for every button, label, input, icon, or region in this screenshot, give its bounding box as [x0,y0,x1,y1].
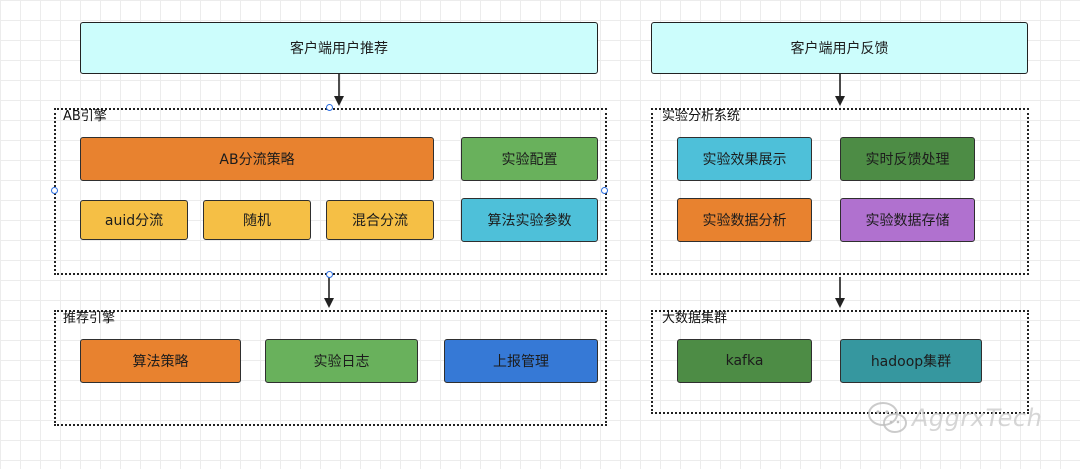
algorithm-strategy-box: 算法策略 [80,339,241,383]
wechat-watermark-icon [868,402,907,433]
selection-handle-top[interactable] [326,104,333,111]
realtime-feedback-label: 实时反馈处理 [865,152,950,168]
experiment-log-label: 实验日志 [313,354,370,370]
selection-handle-bottom[interactable] [326,271,333,278]
analysis-system-group [651,108,1029,275]
experiment-data-storage-label: 实验数据存储 [865,213,950,229]
hadoop-box: hadoop集群 [840,339,982,383]
hadoop-label: hadoop集群 [870,354,952,370]
rec-engine-group [54,310,607,426]
algorithm-params-label: 算法实验参数 [487,213,572,229]
rec-engine-title: 推荐引擎 [63,311,116,326]
experiment-data-analysis-box: 实验数据分析 [677,198,812,242]
experiment-log-box: 实验日志 [265,339,418,383]
experiment-effect-label: 实验效果展示 [702,152,787,168]
report-management-label: 上报管理 [493,354,549,370]
experiment-data-analysis-label: 实验数据分析 [702,213,787,229]
client-feedback-label: 客户端用户反馈 [790,41,889,57]
random-label: 随机 [243,213,271,229]
ab-split-strategy-label: AB分流策略 [219,152,295,168]
ab-engine-title: AB引擎 [63,109,107,124]
kafka-box: kafka [677,339,812,383]
watermark-text: AggrxTech [912,404,1043,432]
bigdata-cluster-group [651,310,1029,414]
realtime-feedback-box: 实时反馈处理 [840,137,975,181]
experiment-config-box: 实验配置 [461,137,598,181]
report-management-box: 上报管理 [444,339,598,383]
client-recommend-label: 客户端用户推荐 [290,41,388,57]
algorithm-strategy-label: 算法策略 [132,354,189,370]
selection-handle-right[interactable] [601,187,608,194]
analysis-system-title: 实验分析系统 [662,109,741,124]
mixed-split-label: 混合分流 [352,213,408,229]
kafka-label: kafka [725,353,764,369]
bigdata-cluster-title: 大数据集群 [662,311,728,326]
selection-handle-left[interactable] [51,187,58,194]
experiment-data-storage-box: 实验数据存储 [840,198,975,242]
client-feedback-box: 客户端用户反馈 [651,22,1028,74]
random-box: 随机 [203,200,311,240]
algorithm-params-box: 算法实验参数 [461,198,598,242]
auid-split-box: auid分流 [80,200,188,240]
ab-split-strategy-box: AB分流策略 [80,137,434,181]
ab-engine-group [54,108,607,275]
experiment-effect-box: 实验效果展示 [677,137,812,181]
auid-split-label: auid分流 [104,213,164,229]
experiment-config-label: 实验配置 [501,152,558,168]
client-recommend-box: 客户端用户推荐 [80,22,598,74]
mixed-split-box: 混合分流 [326,200,434,240]
